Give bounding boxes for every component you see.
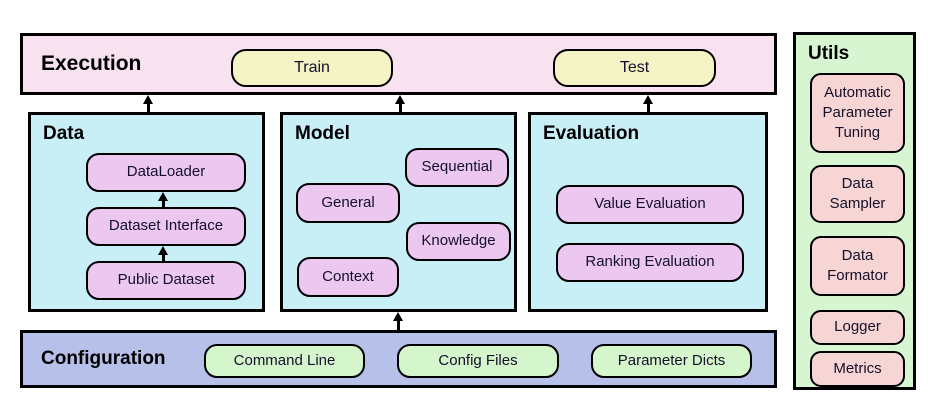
context-node: Context xyxy=(297,257,399,297)
arrowhead-icon xyxy=(158,246,168,255)
arrowhead-icon xyxy=(158,192,168,201)
arrow-datasetinterface-to-dataloader xyxy=(157,192,169,207)
arrowhead-icon xyxy=(393,312,403,321)
arrowhead-icon xyxy=(395,95,405,104)
automatic-parameter-tuning-node: Automatic Parameter Tuning xyxy=(810,73,905,153)
arrowhead-icon xyxy=(643,95,653,104)
parameter-dicts-node: Parameter Dicts xyxy=(591,344,752,378)
command-line-node: Command Line xyxy=(204,344,365,378)
execution-title: Execution xyxy=(41,52,142,75)
test-node: Test xyxy=(553,49,716,87)
arrow-publicdataset-to-datasetinterface xyxy=(157,246,169,261)
arrow-evaluation-to-execution xyxy=(642,95,654,112)
execution-panel: Execution Train Test xyxy=(20,33,777,95)
data-title: Data xyxy=(43,123,85,144)
evaluation-title: Evaluation xyxy=(543,123,640,144)
data-formator-node: Data Formator xyxy=(810,236,905,296)
model-title: Model xyxy=(295,123,350,144)
sequential-node: Sequential xyxy=(405,148,509,187)
configuration-title: Configuration xyxy=(41,348,166,369)
logger-node: Logger xyxy=(810,310,905,345)
arrow-configuration-to-model xyxy=(392,312,404,330)
dataset-interface-node: Dataset Interface xyxy=(86,207,246,246)
value-evaluation-node: Value Evaluation xyxy=(556,185,744,224)
train-node: Train xyxy=(231,49,393,87)
data-panel: Data DataLoader Dataset Interface Public… xyxy=(28,112,265,312)
dataloader-node: DataLoader xyxy=(86,153,246,192)
ranking-evaluation-node: Ranking Evaluation xyxy=(556,243,744,282)
config-files-node: Config Files xyxy=(397,344,559,378)
knowledge-node: Knowledge xyxy=(406,222,511,261)
metrics-node: Metrics xyxy=(810,351,905,387)
configuration-panel: Configuration Command Line Config Files … xyxy=(20,330,777,388)
model-panel: Model Sequential General Knowledge Conte… xyxy=(280,112,517,312)
data-sampler-node: Data Sampler xyxy=(810,165,905,223)
public-dataset-node: Public Dataset xyxy=(86,261,246,300)
utils-panel: Utils Automatic Parameter Tuning Data Sa… xyxy=(793,32,916,390)
arrowhead-icon xyxy=(143,95,153,104)
evaluation-panel: Evaluation Value Evaluation Ranking Eval… xyxy=(528,112,768,312)
general-node: General xyxy=(296,183,400,223)
arrow-data-to-execution xyxy=(142,95,154,112)
arrow-model-to-execution xyxy=(394,95,406,112)
utils-title: Utils xyxy=(808,43,850,64)
